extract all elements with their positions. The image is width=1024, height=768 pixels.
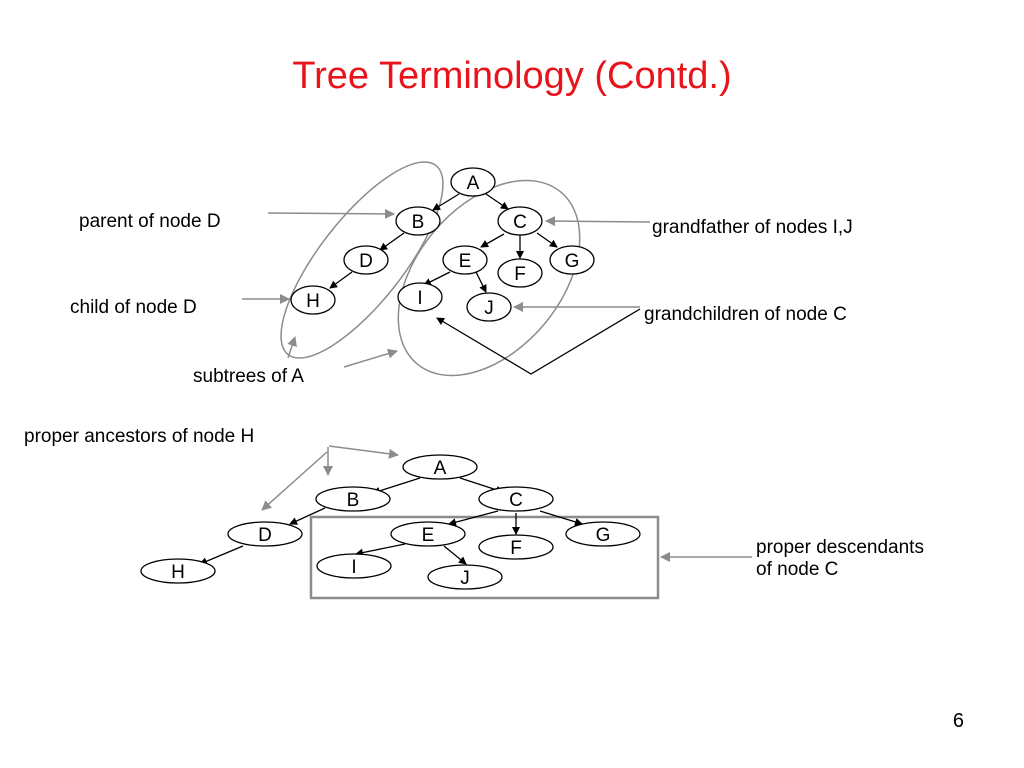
node-b: B [395, 206, 441, 236]
tree-1-edges [329, 193, 558, 293]
ancestors-arrow-a [328, 445, 399, 459]
proper-ancestors-label: proper ancestors of node H [24, 426, 254, 447]
grandchildren-label: grandchildren of node C [644, 304, 847, 325]
edge-b-d [379, 232, 405, 251]
node-j: J [466, 292, 512, 322]
node-label: G [565, 251, 580, 272]
node-label: D [258, 525, 272, 546]
grandfather-label: grandfather of nodes I,J [652, 217, 853, 238]
node-c: C [497, 206, 543, 236]
slide-title: Tree Terminology (Contd.) [292, 55, 732, 97]
node-a-2: A [402, 454, 478, 480]
edge-e-j [475, 271, 487, 293]
node-label: C [509, 490, 523, 511]
node-i-2: I [316, 553, 392, 579]
node-label: E [459, 251, 472, 272]
node-b-2: B [315, 486, 391, 512]
node-f: F [497, 258, 543, 288]
edge-b-d-2 [289, 507, 326, 525]
node-g: G [549, 245, 595, 275]
proper-descendants-label-line2: of node C [756, 559, 838, 580]
descendants-box [309, 515, 660, 600]
parent-arrow [267, 208, 395, 219]
parent-of-d-label: parent of node D [79, 211, 221, 232]
node-label: A [434, 458, 447, 479]
subtree-c-ellipse [397, 179, 581, 377]
tree-2: A B C D E F G H [24, 426, 924, 600]
subtrees-arrow-right [343, 348, 398, 368]
node-label: H [306, 291, 320, 312]
node-j-2: J [427, 564, 503, 590]
page-number: 6 [952, 710, 964, 732]
edge-d-h [329, 271, 353, 289]
child-of-d-label: child of node D [70, 297, 197, 318]
edge-e-j-2 [443, 545, 467, 565]
node-label: C [513, 212, 527, 233]
node-label: D [359, 251, 373, 272]
node-c-2: C [478, 486, 554, 512]
node-label: F [510, 538, 522, 559]
node-label: B [412, 212, 425, 233]
node-label: H [171, 562, 185, 583]
node-label: J [460, 568, 470, 589]
grandfather-arrow [545, 216, 651, 227]
tree-2-edges [199, 477, 583, 565]
edge-d-h-2 [199, 545, 244, 565]
subtree-b-ellipse [280, 161, 444, 359]
edge-a-c [485, 193, 509, 210]
node-label: J [484, 298, 494, 319]
node-label: G [596, 525, 611, 546]
edge-c-g-2 [539, 510, 583, 526]
node-label: B [347, 490, 360, 511]
node-i: I [397, 282, 443, 312]
edge-e-i-2 [355, 543, 406, 557]
node-e: E [442, 245, 488, 275]
node-label: A [467, 173, 480, 194]
node-label: E [422, 525, 435, 546]
ancestors-arrow-d [261, 451, 328, 511]
node-f-2: F [478, 534, 554, 560]
node-e-2: E [390, 521, 466, 547]
node-d-2: D [227, 521, 303, 547]
edge-a-b [432, 193, 460, 211]
edge-e-i [423, 271, 451, 286]
node-g-2: G [565, 521, 641, 547]
tree-1: A B C D E F G H [70, 161, 853, 387]
subtrees-arrow-left [287, 336, 297, 359]
node-label: I [417, 288, 422, 309]
node-label: I [351, 557, 356, 578]
edge-c-e [480, 233, 505, 248]
edge-c-e-2 [448, 510, 499, 527]
grandchildren-arrow-i [436, 308, 641, 375]
subtrees-of-a-label: subtrees of A [193, 366, 304, 387]
proper-descendants-label-line1: proper descendants [756, 537, 924, 558]
node-d: D [343, 245, 389, 275]
node-a: A [450, 167, 496, 197]
node-h: H [290, 285, 336, 315]
node-label: F [514, 264, 526, 285]
node-h-2: H [140, 558, 216, 584]
edge-c-g [536, 232, 558, 248]
